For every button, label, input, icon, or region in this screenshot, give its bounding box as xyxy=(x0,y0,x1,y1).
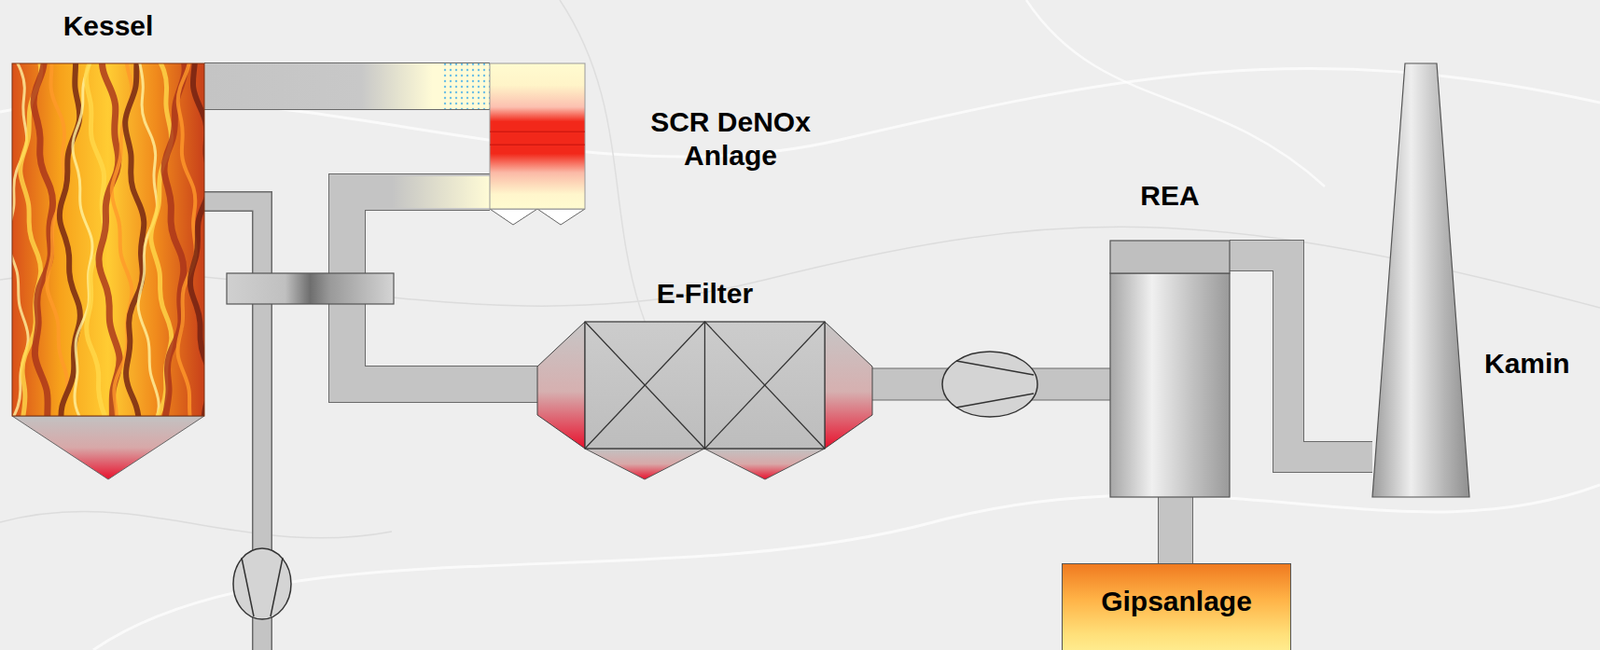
desulfurization-absorber: REA xyxy=(1110,240,1230,498)
node-label: Kamin xyxy=(1484,347,1597,381)
drawing-part xyxy=(190,63,205,417)
drawing-part xyxy=(138,63,160,417)
drawing-part xyxy=(956,361,1034,376)
drawing-part xyxy=(1372,63,1470,498)
drawing-part xyxy=(125,63,144,417)
drawing-part xyxy=(584,321,706,449)
drawing-part xyxy=(0,512,392,539)
drawing-part xyxy=(33,63,53,417)
node-label: SCR DeNOx Anlage xyxy=(618,105,843,173)
boiler: Kessel xyxy=(12,63,205,417)
drawing-part xyxy=(233,548,292,620)
boiler-shape xyxy=(12,63,205,417)
node-label: Gipsanlage xyxy=(1062,584,1291,619)
drawing-part xyxy=(705,321,826,449)
drawing-part xyxy=(12,63,205,417)
flue-gas-duct xyxy=(1175,497,1177,564)
node-label: E-Filter xyxy=(537,277,873,311)
flue-gas-fan xyxy=(942,351,1038,418)
duct-outline xyxy=(1157,497,1194,564)
scr-hopper xyxy=(489,208,538,225)
drawing-part xyxy=(705,321,826,449)
air-fan xyxy=(233,548,292,620)
drawing-part xyxy=(489,131,585,134)
duct-fade xyxy=(391,176,490,209)
air-preheater xyxy=(226,273,394,305)
electrostatic-precipitator: E-Filter xyxy=(537,321,873,449)
filter-hopper xyxy=(584,448,705,480)
electrostatic-precipitator-shape xyxy=(537,321,873,449)
drawing-part xyxy=(824,321,873,449)
filter-hopper xyxy=(704,448,825,480)
drawing-part xyxy=(489,144,585,147)
drawing-part xyxy=(584,321,706,449)
drawing-part xyxy=(12,63,28,417)
drawing-part xyxy=(270,557,283,617)
drawing-part xyxy=(241,557,254,617)
duct-body xyxy=(204,63,490,110)
drawing-part xyxy=(537,321,585,449)
drawing-part xyxy=(584,321,706,449)
drawing-part xyxy=(956,393,1034,408)
chimney-shape xyxy=(1372,63,1470,498)
node-label: Kessel xyxy=(0,9,233,43)
gypsum-plant: Gipsanlage xyxy=(1061,563,1292,650)
desulfurization-absorber-shape xyxy=(1110,240,1230,498)
boiler-hopper xyxy=(12,416,205,480)
node-label: REA xyxy=(1072,179,1267,213)
drawing-part xyxy=(942,351,1038,418)
drawing-part xyxy=(489,63,585,209)
drawing-part xyxy=(178,63,196,417)
drawing-part xyxy=(705,321,826,449)
scr-hopper xyxy=(537,208,585,225)
drawing-part xyxy=(1026,0,1325,187)
scr-denox-reactor: SCR DeNOx Anlage xyxy=(489,63,585,209)
drawing-part xyxy=(93,485,1600,650)
ammonia-injection-grid xyxy=(442,63,490,110)
drawing-part xyxy=(1110,273,1230,498)
scr-denox-reactor-shape xyxy=(489,63,585,209)
drawing-part xyxy=(12,63,205,417)
flue-gas-duct xyxy=(1229,255,1373,458)
duct-outline xyxy=(204,62,490,111)
drawing-part xyxy=(0,226,1600,308)
drawing-part xyxy=(1110,240,1230,274)
duct-outline xyxy=(1229,255,1373,458)
duct-body xyxy=(1229,255,1373,458)
duct-body xyxy=(1158,497,1193,564)
chimney: Kamin xyxy=(1372,63,1470,498)
drawing-part xyxy=(98,63,120,417)
